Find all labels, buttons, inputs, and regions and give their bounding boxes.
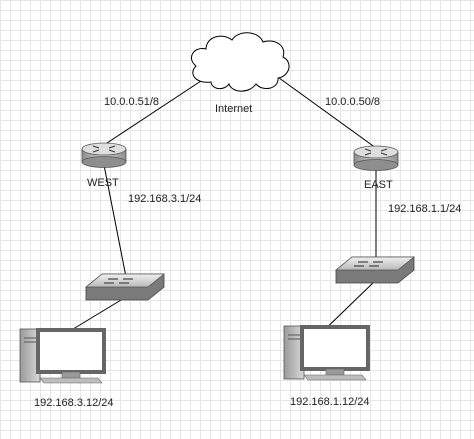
east-host-ip: 192.168.1.12/24 bbox=[290, 396, 370, 408]
switch-icon[interactable] bbox=[334, 256, 416, 284]
cloud-label: Internet bbox=[215, 103, 253, 115]
east-router-name: EAST bbox=[364, 179, 393, 191]
router-icon[interactable] bbox=[353, 145, 399, 171]
link-internet-west bbox=[103, 74, 211, 146]
west-wan-ip: 10.0.0.51/8 bbox=[104, 96, 160, 108]
west-lan-ip: 192.168.3.1/24 bbox=[128, 193, 202, 205]
router-icon[interactable] bbox=[81, 142, 127, 168]
west-router-name: WEST bbox=[87, 177, 119, 189]
west-host-ip: 192.168.3.12/24 bbox=[34, 397, 114, 409]
switch-icon[interactable] bbox=[84, 273, 166, 301]
east-lan-ip: 192.168.1.1/24 bbox=[388, 203, 462, 215]
link-west-router-switch bbox=[103, 164, 127, 278]
east-wan-ip: 10.0.0.50/8 bbox=[325, 96, 381, 108]
computer-icon[interactable] bbox=[283, 325, 370, 381]
link-internet-east bbox=[274, 74, 377, 149]
cloud-icon[interactable] bbox=[191, 32, 290, 92]
links bbox=[49, 74, 377, 344]
computer-icon[interactable] bbox=[19, 328, 106, 384]
